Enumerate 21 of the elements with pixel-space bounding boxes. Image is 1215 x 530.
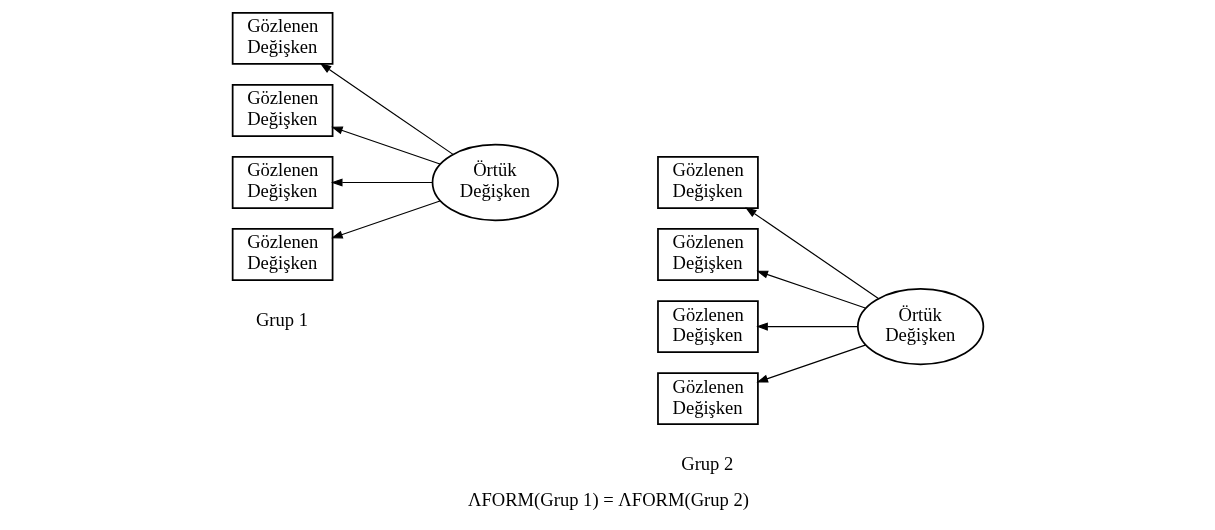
node-box: Gözlenen Değişken	[656, 372, 759, 426]
node-box: Gözlenen Değişken	[656, 228, 759, 281]
arrow	[755, 322, 858, 331]
node-box: Gözlenen Değişken	[231, 11, 333, 65]
arrow	[755, 344, 866, 383]
label: Grup 1	[255, 309, 308, 331]
node-box: Gözlenen Değişken	[231, 228, 333, 281]
node-box: Gözlenen Değişken	[231, 156, 333, 209]
arrow	[744, 207, 879, 300]
node-ellipse: Örtük Değişken	[856, 287, 984, 366]
node-box: Gözlenen Değişken	[656, 156, 759, 209]
node-ellipse: Örtük Değişken	[431, 143, 559, 222]
node-box: Gözlenen Değişken	[656, 300, 759, 354]
arrow	[330, 178, 433, 187]
arrow	[330, 200, 441, 239]
label: Grup 2	[680, 453, 733, 475]
arrow	[755, 270, 866, 309]
arrow	[330, 126, 441, 165]
caption: ΛFORM(Grup 1) = ΛFORM(Grup 2)	[467, 489, 749, 511]
arrow	[319, 63, 454, 155]
node-box: Gözlenen Değişken	[231, 84, 333, 137]
